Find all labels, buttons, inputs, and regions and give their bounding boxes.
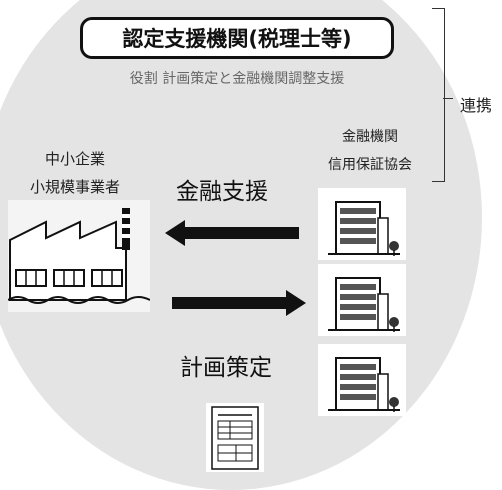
- sme-label-line2: 小規模事業者: [29, 178, 120, 196]
- document-icon: [206, 403, 264, 472]
- link-bracket-tick: [443, 98, 453, 99]
- building-icon: [318, 188, 406, 260]
- document-drawing: [211, 406, 259, 470]
- financial-label-line2: 信用保証協会: [328, 157, 412, 173]
- building-drawing: [328, 277, 400, 332]
- arrow-left-icon: [165, 220, 299, 246]
- role-text: 役割 計画策定と金融機関調整支援: [129, 71, 345, 87]
- building-icon: [318, 344, 406, 416]
- building-drawing: [328, 357, 400, 412]
- link-bracket: [432, 8, 445, 182]
- factory-drawing: [7, 200, 151, 312]
- title-text: 認定支援機関(税理士等): [122, 27, 352, 51]
- arrow-right-icon: [172, 290, 306, 316]
- building-icon: [318, 264, 406, 336]
- plan-label: 計画策定: [180, 355, 272, 381]
- factory-icon: [7, 200, 151, 312]
- building-drawing: [328, 201, 400, 256]
- link-label: 連携: [460, 96, 493, 115]
- financial-label-line1: 金融機関: [342, 129, 398, 145]
- finance-support-label: 金融支援: [176, 179, 268, 205]
- title-box: 認定支援機関(税理士等): [80, 17, 394, 59]
- sme-label-line1: 中小企業: [44, 150, 105, 168]
